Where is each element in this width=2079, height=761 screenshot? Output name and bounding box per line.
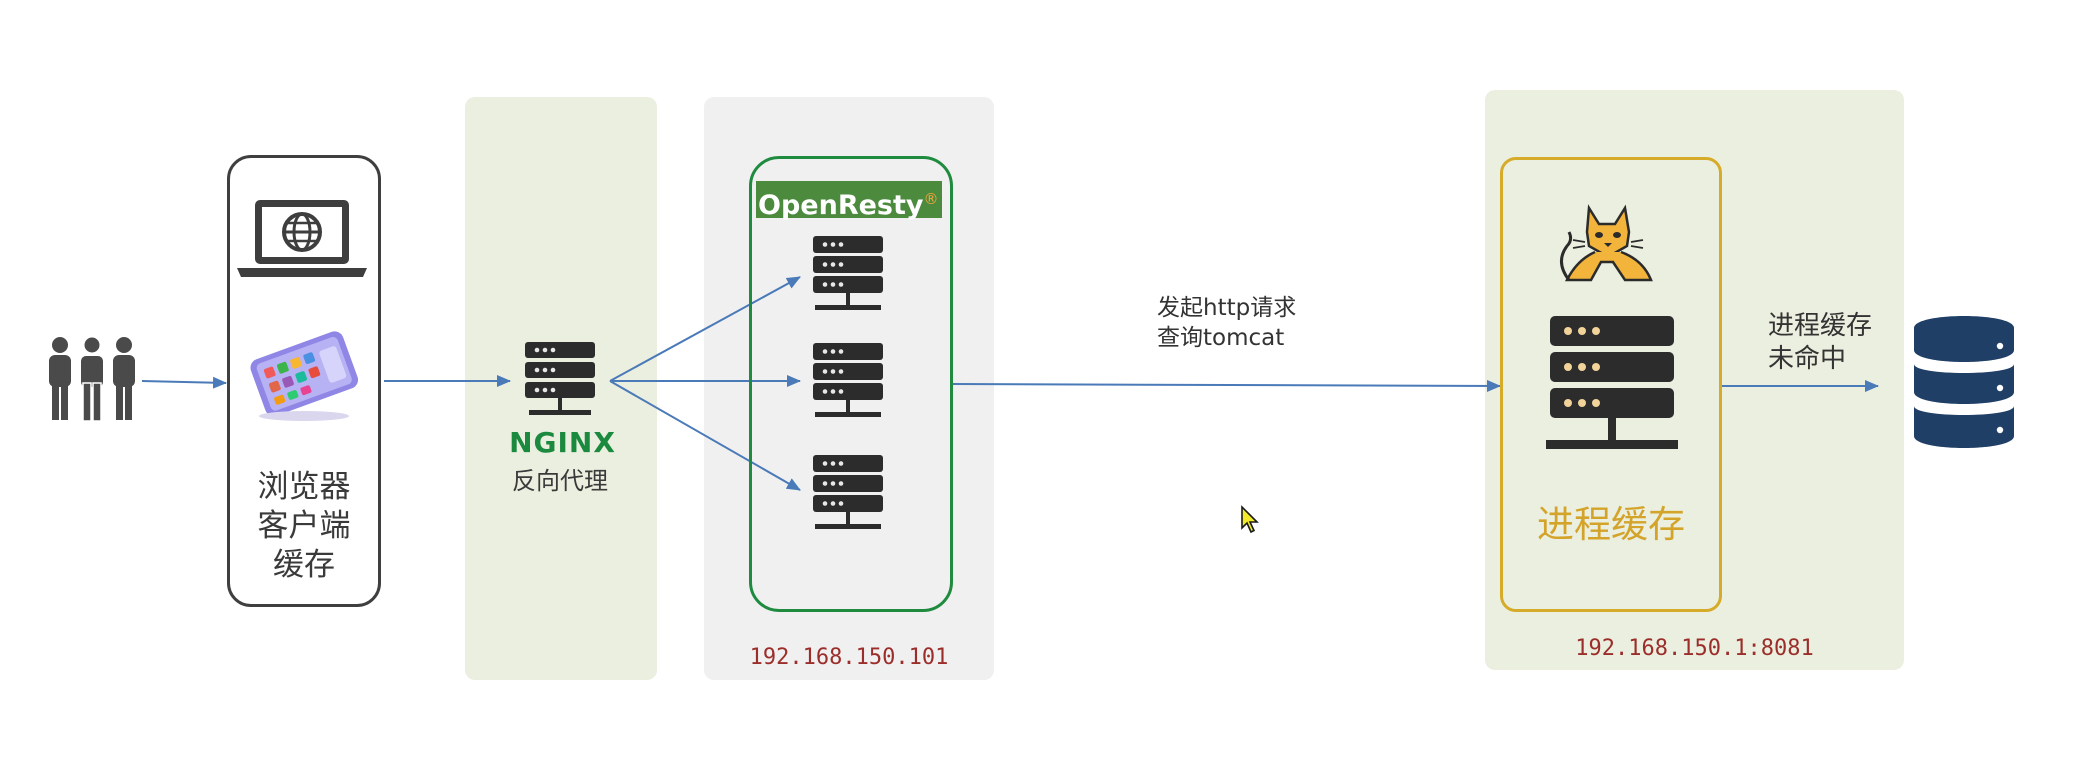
browser-cache-label: 浏览器 客户端 缓存 (257, 469, 351, 584)
openresty-box (749, 156, 953, 612)
database-icon (1914, 316, 2014, 448)
openresty-server-2 (813, 343, 883, 417)
registered-mark: ® (923, 190, 939, 208)
mouse-cursor-icon (1241, 505, 1259, 534)
nginx-caption: 反向代理 (512, 467, 608, 495)
browser-cache-box (227, 155, 381, 607)
nginx-logo: NGINX (509, 426, 616, 459)
cache-miss-label-line1: 进程缓存 (1768, 311, 1873, 341)
cache-miss-label-line2: 未命中 (1768, 344, 1847, 375)
arrow-users-to-browser (141, 376, 227, 389)
server-icon (525, 342, 595, 415)
request-label-line1: 发起http请求 (1157, 295, 1297, 321)
request-label: 发起http请求 查询tomcat (1157, 294, 1296, 354)
process-cache-title: 进程缓存 (1537, 503, 1685, 546)
arrow-openresty-to-tomcat (952, 379, 1501, 392)
arrow-nginx-to-server-1 (609, 276, 801, 382)
phone-icon (250, 331, 359, 421)
openresty-logo-text: OpenResty (758, 190, 924, 221)
request-label-line2: 查询tomcat (1157, 324, 1285, 351)
users-icon (49, 335, 135, 422)
cache-miss-label: 进程缓存 未命中 (1768, 310, 1872, 376)
tomcat-cat-icon (1560, 204, 1653, 282)
arrow-nginx-to-server-3 (609, 380, 801, 491)
openresty-logo: OpenResty® (756, 181, 942, 221)
process-cache-box (1500, 157, 1722, 612)
openresty-server-3 (813, 455, 883, 529)
tomcat-ip: 192.168.150.1:8081 (1575, 636, 1814, 661)
process-server-icon (1546, 316, 1678, 449)
openresty-ip: 192.168.150.101 (749, 645, 949, 670)
openresty-server-1 (813, 236, 883, 310)
laptop-globe-icon (237, 200, 367, 277)
